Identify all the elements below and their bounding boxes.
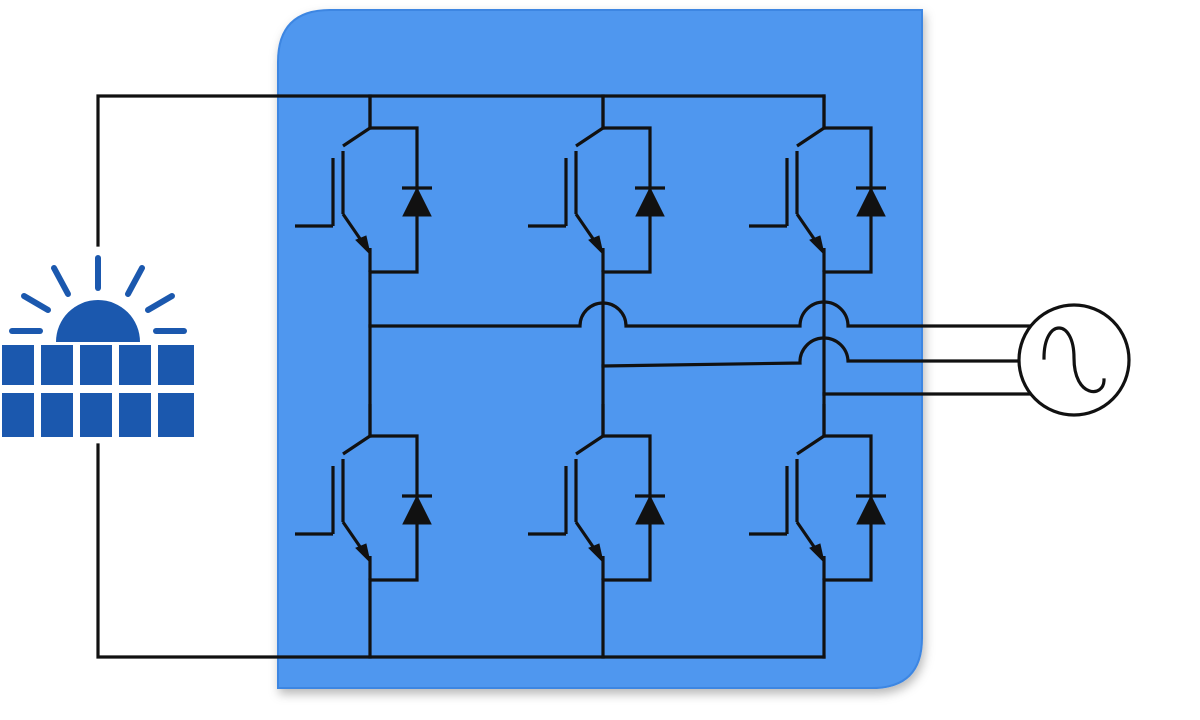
dc-negative-wire xyxy=(96,443,826,659)
phase-b-output-wire xyxy=(601,336,1026,368)
dc-positive-wire xyxy=(96,94,826,247)
inverter-box xyxy=(277,9,923,689)
solar-panel-icon xyxy=(2,255,194,437)
phase-a-output-wire xyxy=(368,300,1032,328)
ac-source-icon xyxy=(1017,303,1131,417)
